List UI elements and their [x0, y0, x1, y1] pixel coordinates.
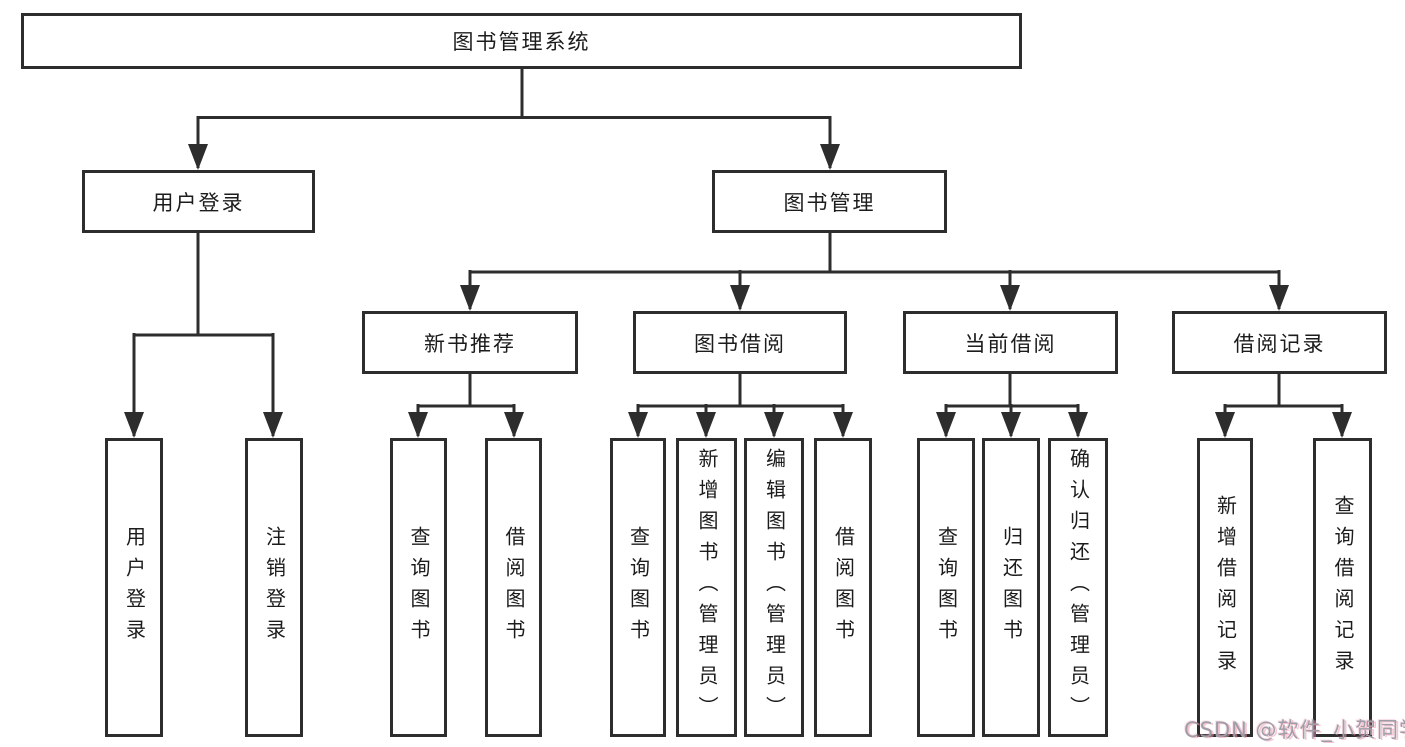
leaf-query-books-borrowing-label: 查询图书 [626, 525, 651, 650]
leaf-borrow-books-borrowing-label: 借阅图书 [831, 525, 856, 650]
leaf-query-books-recommend: 查询图书 [390, 438, 447, 737]
node-book-management-label: 图书管理 [783, 190, 876, 215]
leaf-query-borrow-record-label: 查询借阅记录 [1331, 494, 1355, 681]
node-root-label: 图书管理系统 [452, 30, 591, 54]
node-borrowing-records: 借阅记录 [1172, 311, 1387, 374]
leaf-borrow-books-recommend: 借阅图书 [485, 438, 542, 737]
node-book-management: 图书管理 [712, 170, 947, 233]
leaf-user-login: 用户登录 [105, 438, 163, 737]
leaf-borrow-books-recommend-label: 借阅图书 [502, 525, 526, 650]
node-root-system: 图书管理系统 [21, 13, 1022, 69]
leaf-return-books: 归还图书 [982, 438, 1040, 737]
leaf-user-login-label: 用户登录 [122, 525, 147, 650]
leaf-query-books-borrowing: 查询图书 [610, 438, 666, 737]
node-book-borrowing: 图书借阅 [633, 311, 847, 374]
leaf-query-books-recommend-label: 查询图书 [407, 525, 431, 650]
node-current-borrowing: 当前借阅 [903, 311, 1118, 374]
leaf-edit-books-admin-label: 编辑图书（管理员） [762, 448, 787, 727]
csdn-watermark: CSDN @软件_小贺同学 [1184, 718, 1405, 742]
leaf-add-borrow-record: 新增借阅记录 [1197, 438, 1253, 737]
leaf-query-books-current-label: 查询图书 [934, 525, 959, 650]
leaf-query-borrow-record: 查询借阅记录 [1313, 438, 1372, 737]
leaf-confirm-return-admin: 确认归还（管理员） [1048, 438, 1108, 737]
node-new-book-recommend: 新书推荐 [362, 311, 578, 374]
node-current-borrowing-label: 当前借阅 [964, 331, 1057, 356]
leaf-confirm-return-admin-label: 确认归还（管理员） [1066, 448, 1091, 727]
leaf-add-borrow-record-label: 新增借阅记录 [1213, 494, 1238, 681]
node-new-book-recommend-label: 新书推荐 [424, 331, 516, 356]
node-borrowing-records-label: 借阅记录 [1233, 331, 1326, 356]
leaf-edit-books-admin: 编辑图书（管理员） [744, 438, 804, 737]
node-user-login-label: 用户登录 [152, 190, 245, 215]
leaf-logout-label: 注销登录 [262, 525, 287, 650]
leaf-add-books-admin-label: 新增图书（管理员） [695, 448, 719, 727]
leaf-borrow-books-borrowing: 借阅图书 [814, 438, 872, 737]
node-book-borrowing-label: 图书借阅 [694, 331, 786, 356]
leaf-logout: 注销登录 [245, 438, 303, 737]
leaf-add-books-admin: 新增图书（管理员） [676, 438, 737, 737]
leaf-query-books-current: 查询图书 [917, 438, 975, 737]
node-user-login: 用户登录 [82, 170, 315, 233]
leaf-return-books-label: 归还图书 [999, 525, 1024, 650]
